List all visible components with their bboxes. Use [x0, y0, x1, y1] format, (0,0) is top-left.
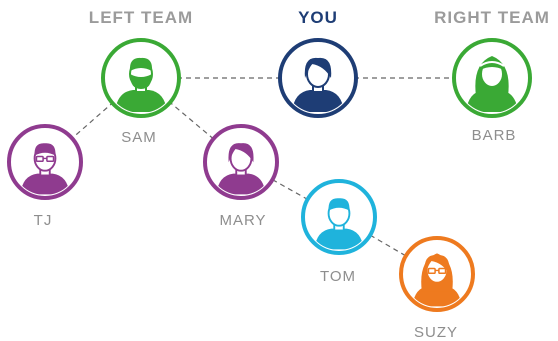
tj-name-label: TJ	[33, 212, 53, 229]
sam-name-label: SAM	[121, 129, 157, 146]
node-tom	[301, 179, 377, 255]
woman-short-hair-icon	[292, 57, 344, 112]
right-team-header: RIGHT TEAM	[434, 8, 550, 27]
mary-name-label: MARY	[219, 212, 267, 229]
suzy-name-label: SUZY	[413, 324, 459, 341]
man-bearded-icon	[115, 57, 167, 112]
node-mary	[203, 124, 279, 200]
node-you	[278, 38, 358, 118]
node-sam	[101, 38, 181, 118]
woman-long-hair-glasses-icon	[412, 253, 462, 307]
you-header: YOU	[298, 8, 338, 27]
man-short-hair-icon	[314, 198, 364, 250]
tom-name-label: TOM	[319, 268, 357, 285]
woman-short-hair-icon	[216, 143, 266, 195]
node-suzy	[399, 236, 475, 312]
barb-name-label: BARB	[471, 127, 517, 144]
node-barb	[452, 38, 532, 118]
woman-headband-icon	[466, 56, 518, 112]
left-team-header: LEFT TEAM	[88, 8, 194, 27]
node-tj	[7, 124, 83, 200]
man-glasses-icon	[20, 143, 70, 195]
